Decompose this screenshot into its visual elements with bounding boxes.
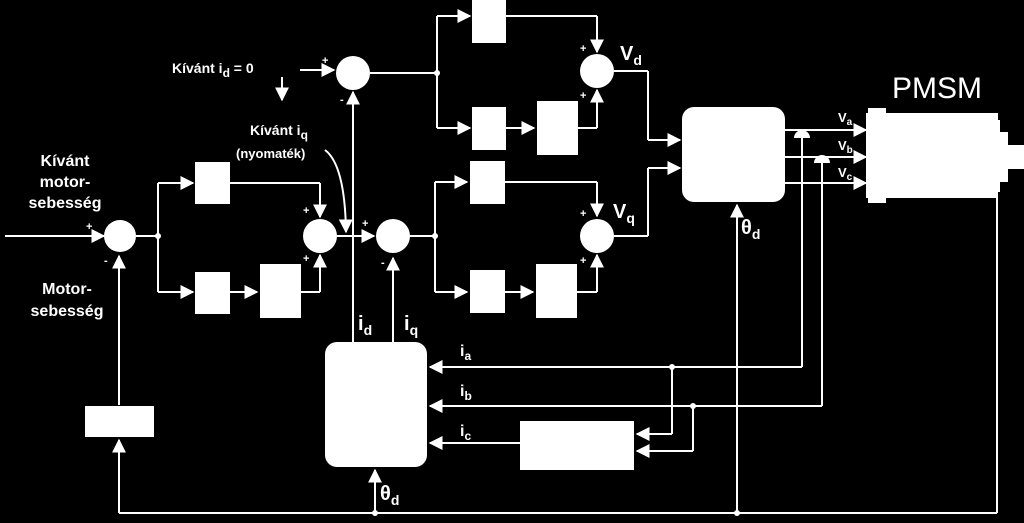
svg-text:+: + (303, 205, 309, 217)
vb-label: Vb (838, 138, 853, 156)
desired-speed-label-3: sebesség (29, 195, 102, 212)
desired-iq-label: Kívánt iq (250, 122, 308, 142)
id-p-block (472, 0, 506, 43)
theta-d-label-right: θd (741, 217, 760, 242)
iq-label: iq (404, 313, 418, 338)
speed-pi-p-block (195, 162, 230, 204)
svg-text:-: - (340, 94, 344, 106)
junction-dots (155, 70, 740, 516)
svg-text:+: + (362, 218, 368, 230)
vd-summer (580, 54, 614, 88)
blocks (85, 0, 785, 470)
signal-wires (5, 9, 998, 514)
svg-text:+: + (303, 253, 309, 265)
pmsm-label: PMSM (892, 72, 982, 105)
theta-d-label-bottom: θd (380, 483, 399, 508)
desired-id-label: Kívánt id = 0 (172, 60, 254, 80)
svg-text:+: + (322, 55, 328, 67)
vq-label: Vq (613, 201, 635, 226)
sensor-a-icon (794, 130, 810, 138)
current-sensors (794, 130, 830, 163)
va-label: Va (838, 110, 853, 128)
ic-label: ic (460, 423, 471, 443)
text-labels: Kívánt motor- sebesség Motor- sebesség K… (29, 43, 982, 508)
speed-pi-i-gain-block (195, 272, 230, 314)
speed-integrator-block (260, 264, 301, 318)
svg-text:+: + (86, 221, 92, 233)
torque-label: (nyomaték) (236, 146, 305, 161)
ib-label: ib (460, 383, 472, 403)
svg-text:-: - (381, 257, 385, 269)
svg-text:-: - (104, 255, 108, 267)
current-calc-block (520, 421, 634, 470)
id-i-gain-block (472, 107, 506, 150)
vd-label: Vd (620, 43, 642, 68)
speed-pi-summer (303, 219, 337, 253)
iq-summer (376, 219, 410, 253)
motor-speed-label-2: sebesség (31, 303, 104, 320)
sign-labels: + - + + + - + - + + + + (86, 43, 586, 269)
sensor-b-icon (814, 155, 830, 163)
summing-junctions (104, 54, 614, 253)
svg-text:+: + (580, 90, 586, 102)
vq-summer (580, 219, 614, 253)
id-summer (336, 56, 370, 90)
ia-label: ia (460, 343, 471, 363)
inverse-park-block (682, 107, 785, 202)
id-label: id (358, 313, 372, 338)
pmsm-motor-icon (866, 108, 1024, 203)
id-integrator-block (537, 101, 578, 155)
iq-i-gain-block (470, 270, 505, 313)
motor-speed-label-1: Motor- (42, 281, 92, 298)
vc-label: Vc (838, 165, 853, 183)
desired-speed-label-1: Kívánt (41, 153, 91, 170)
svg-text:+: + (580, 208, 586, 220)
speed-calc-block (85, 406, 154, 437)
svg-text:+: + (580, 43, 586, 55)
iq-integrator-block (536, 264, 577, 318)
park-clarke-block (325, 342, 427, 467)
svg-text:+: + (580, 255, 586, 267)
desired-speed-label-2: motor- (40, 174, 91, 191)
iq-p-block (470, 161, 505, 204)
speed-summer (104, 220, 136, 252)
